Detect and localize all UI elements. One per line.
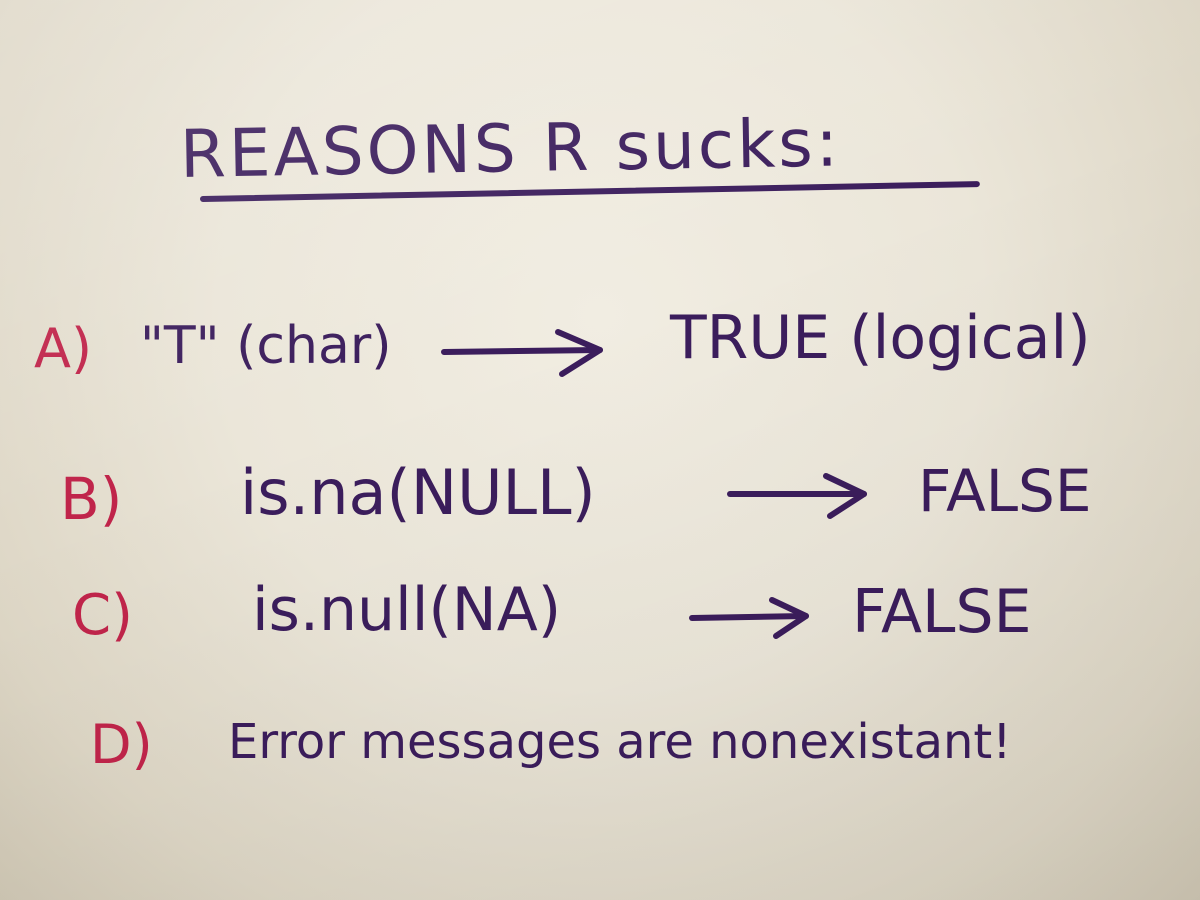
whiteboard-title: REASONS R sucks: — [179, 104, 842, 193]
item-a-letter: A) — [34, 317, 93, 380]
item-b-right: FALSE — [918, 457, 1092, 525]
item-d-text: Error messages are nonexistant! — [228, 714, 1012, 770]
item-a-right: TRUE (logical) — [670, 303, 1091, 373]
item-b-letter: B) — [60, 465, 123, 533]
item-d-letter: D) — [90, 713, 153, 776]
item-c-letter: C) — [72, 583, 133, 648]
item-b-left: is.na(NULL) — [240, 456, 596, 529]
item-a-left: "T" (char) — [140, 316, 392, 376]
item-c-left: is.null(NA) — [252, 575, 562, 645]
item-a-arrow-icon — [441, 329, 603, 377]
item-c-arrow-icon — [689, 597, 809, 639]
item-c-right: FALSE — [852, 577, 1032, 647]
item-b-arrow-icon — [727, 473, 867, 519]
